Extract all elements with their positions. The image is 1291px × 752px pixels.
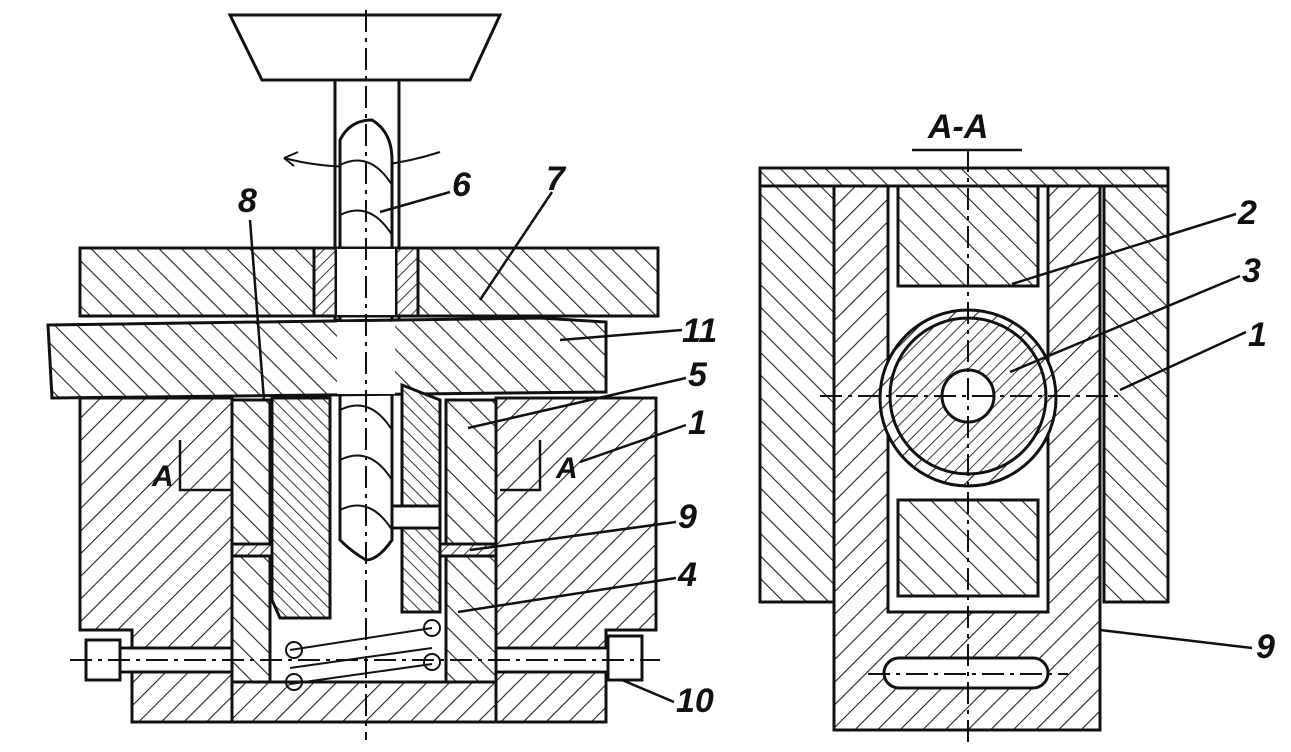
section-body-right — [1102, 166, 1170, 604]
section-top-band — [758, 166, 1170, 188]
section-mark-left — [178, 440, 232, 492]
drill-bushing-top — [312, 246, 338, 318]
callout-10: 10 — [676, 682, 714, 720]
section-mark-left-label: A — [151, 460, 174, 493]
callout-9-section: 9 — [1256, 628, 1275, 666]
screw-right-head — [606, 634, 644, 682]
spindle-chuck — [227, 13, 503, 82]
callout-5: 5 — [688, 356, 708, 394]
body-left — [78, 396, 234, 724]
screw-right-shaft — [494, 646, 610, 674]
leader-7 — [478, 191, 554, 301]
callout-1-section: 1 — [1248, 316, 1267, 354]
callout-6: 6 — [452, 166, 472, 204]
leader-3 — [1009, 274, 1241, 374]
sleeve-left — [230, 398, 272, 684]
main-view: A A 8 6 7 11 5 1 9 4 10 — [46, 10, 717, 740]
expander — [270, 396, 332, 620]
body-bottom — [230, 680, 498, 724]
expander-right — [400, 382, 442, 614]
section-mark-right — [500, 440, 542, 492]
callout-7: 7 — [546, 160, 567, 198]
section-body-left — [758, 176, 836, 604]
key-right — [438, 542, 498, 558]
rotation-arrowhead — [283, 151, 299, 167]
leader-6 — [379, 190, 451, 214]
leader-1-section — [1119, 330, 1247, 392]
sleeve-right — [444, 398, 498, 684]
leader-1 — [579, 423, 687, 464]
leader-9 — [469, 520, 677, 552]
callout-3: 3 — [1242, 252, 1261, 290]
drill-bushing-top-right — [394, 246, 420, 318]
leader-10 — [621, 678, 675, 704]
callout-1-main: 1 — [688, 404, 707, 442]
spring — [285, 619, 441, 691]
section-mark-right-label: A — [555, 452, 578, 485]
leader-8 — [248, 219, 266, 401]
leader-5 — [467, 376, 687, 430]
pin — [390, 504, 442, 530]
callout-9-main: 9 — [678, 498, 697, 536]
callout-11: 11 — [682, 312, 717, 350]
leader-2 — [1011, 212, 1237, 286]
callout-4: 4 — [677, 556, 697, 594]
callout-2: 2 — [1237, 194, 1257, 232]
section-view: A-A 2 3 1 9 — [758, 108, 1275, 748]
leader-4 — [457, 576, 677, 614]
callout-8: 8 — [238, 182, 257, 220]
workpiece — [46, 316, 608, 400]
leader-9-section — [1099, 628, 1253, 650]
leader-11 — [559, 328, 683, 342]
section-title: A-A — [927, 108, 988, 146]
key-left — [230, 542, 274, 558]
